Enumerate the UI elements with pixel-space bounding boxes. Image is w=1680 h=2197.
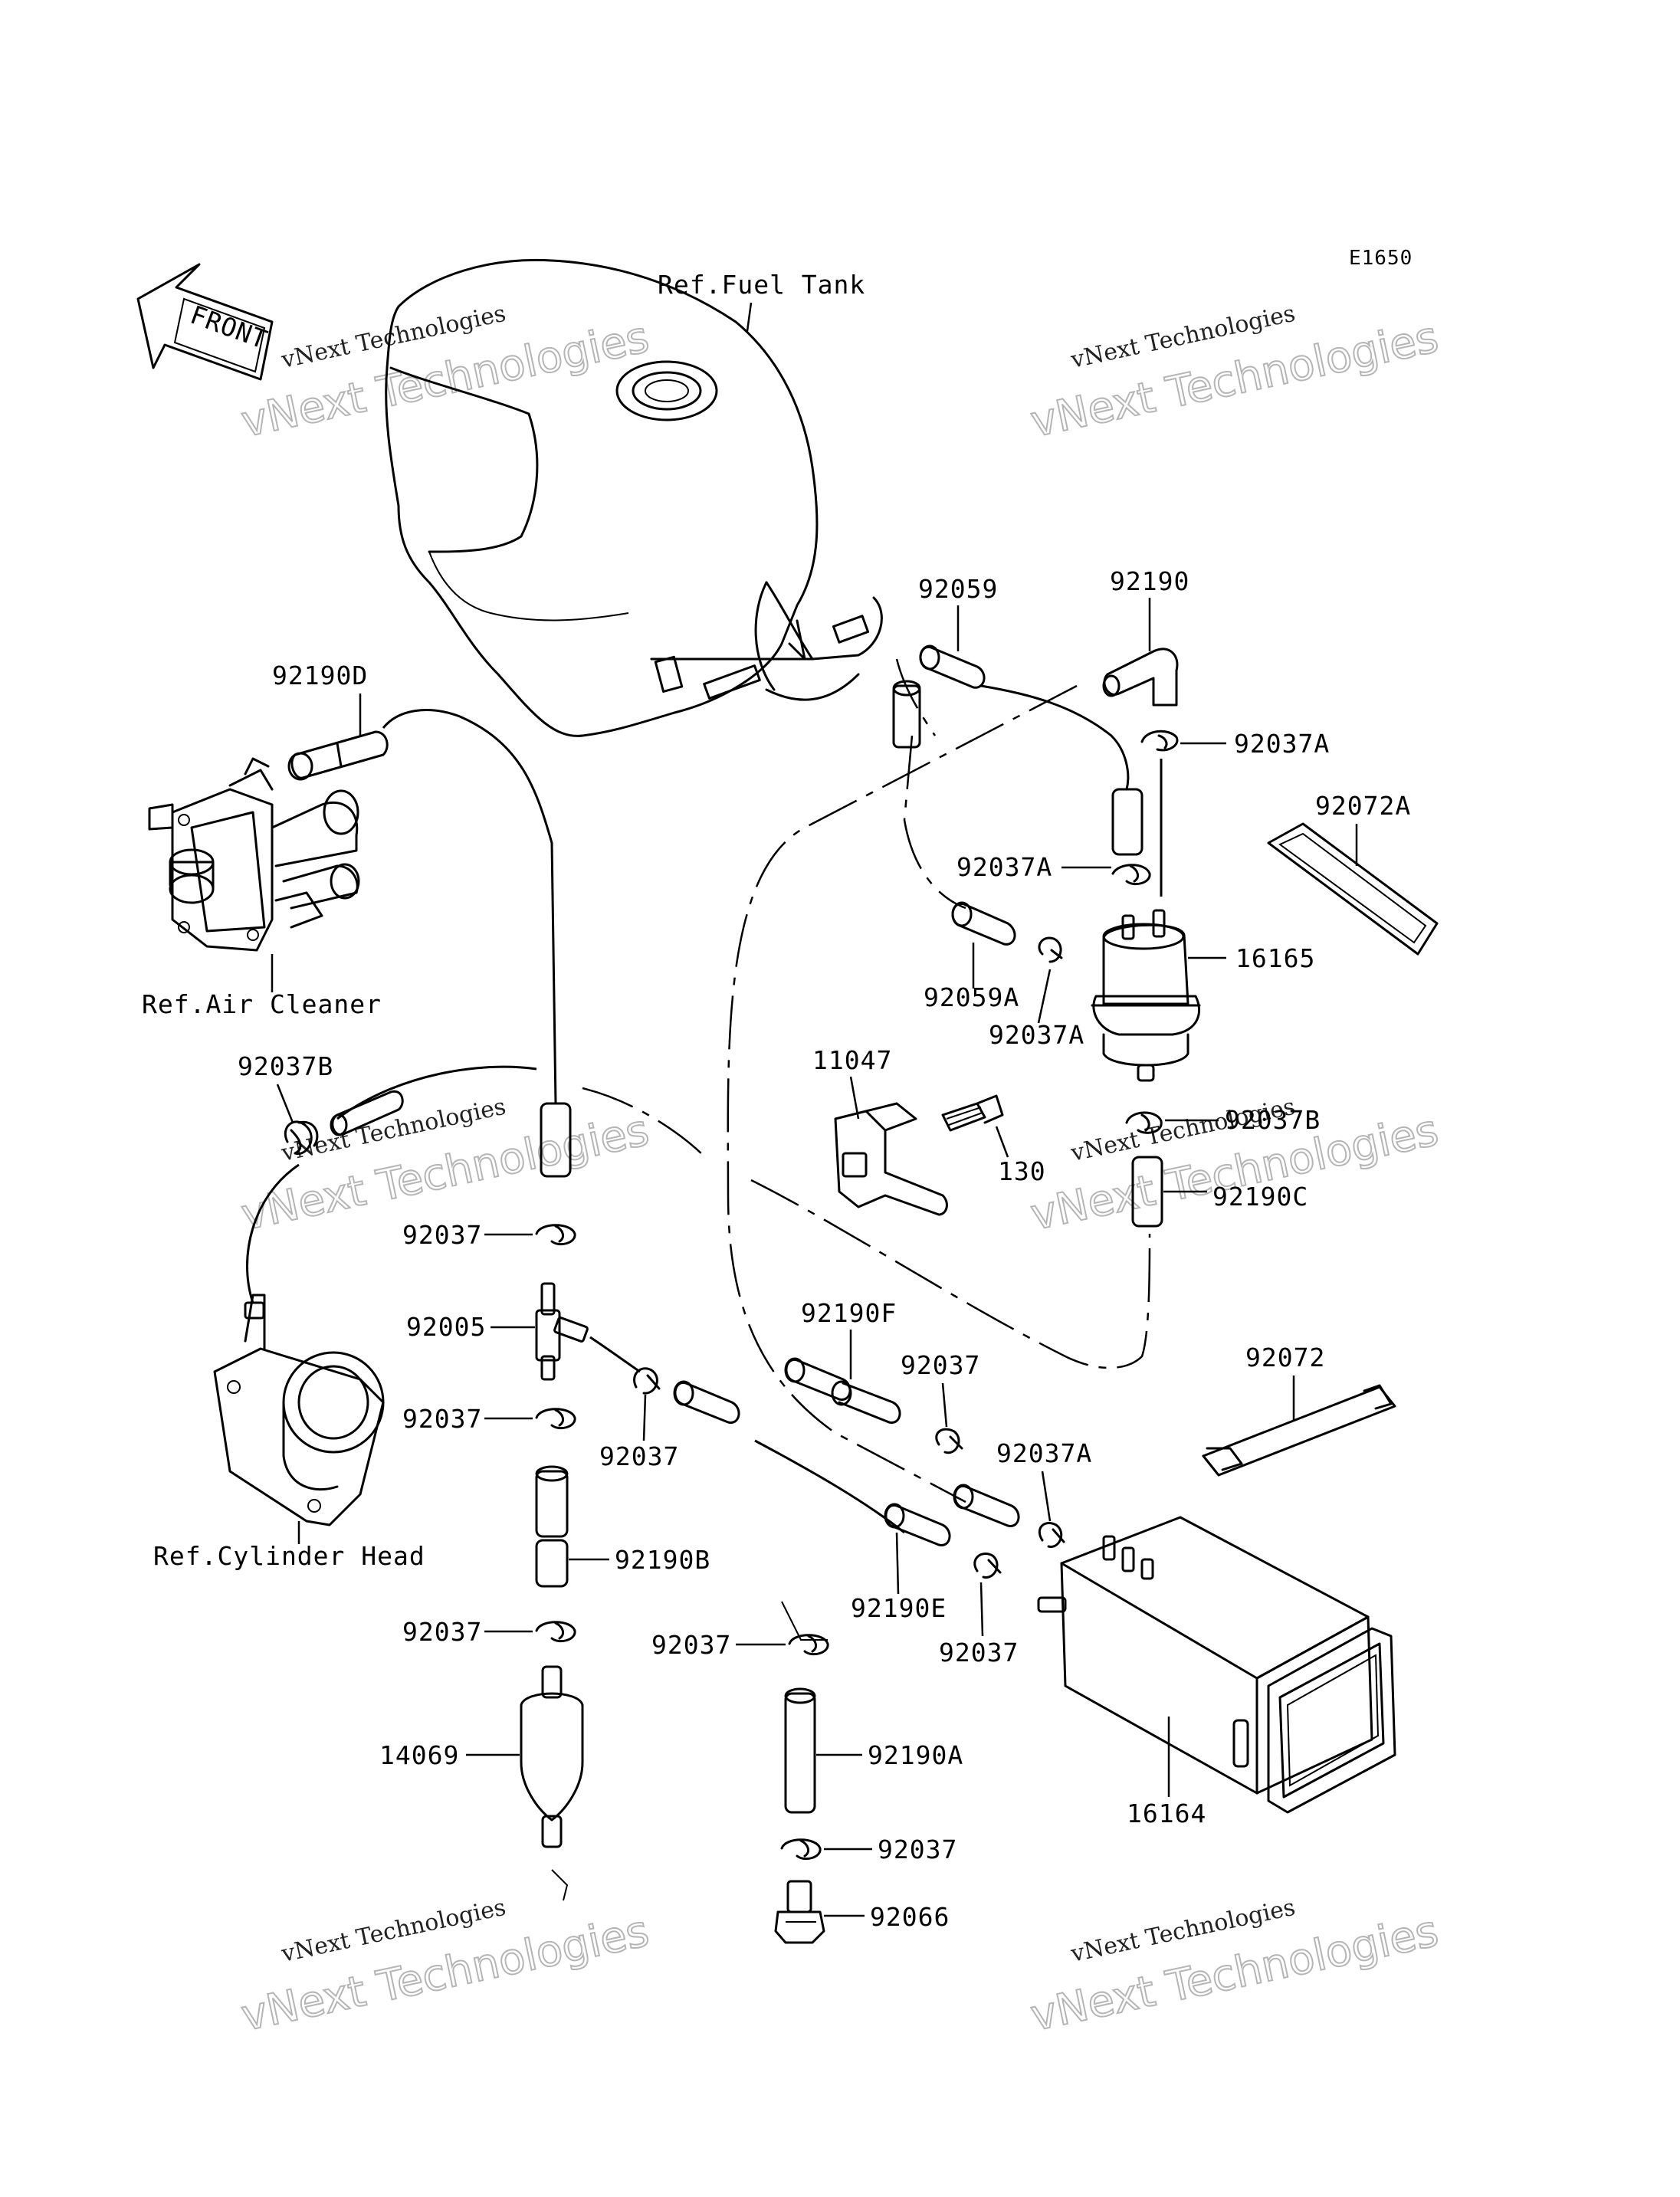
clip-92037-5 (535, 1621, 576, 1643)
label-92037-2: 92037 (402, 1404, 482, 1434)
ref-fuel-tank-label: Ref.Fuel Tank (658, 270, 865, 300)
label-92037-1: 92037 (402, 1220, 482, 1250)
label-16165: 16165 (1235, 943, 1315, 973)
label-92190: 92190 (1110, 566, 1189, 596)
label-92037-8: 92037 (878, 1835, 957, 1864)
fuel-line-1 (980, 684, 1130, 790)
line-14069-bottom (551, 1869, 569, 1901)
watermark-top-right: vNext Technologies vNext Technologies (1025, 300, 1443, 448)
clip-92037-4 (935, 1428, 963, 1454)
watermark-bottom-right: vNext Technologies vNext Technologies (1025, 1894, 1443, 2042)
route-dash-1 (582, 1087, 706, 1158)
hose-92190F (784, 1357, 901, 1424)
label-92072: 92072 (1245, 1343, 1325, 1372)
front-arrow-icon: FRONT (136, 263, 274, 381)
fuel-tank (385, 258, 883, 737)
label-92005: 92005 (406, 1312, 486, 1342)
label-92037A-1: 92037A (1234, 729, 1330, 759)
clip-92037-7 (788, 1634, 829, 1656)
bolt-130 (941, 1094, 1004, 1132)
clip-92037-2 (535, 1408, 576, 1430)
fuel-line-3 (589, 1336, 641, 1373)
front-label: FRONT (186, 300, 271, 355)
label-92037A-3: 92037A (989, 1020, 1084, 1050)
hose-92059A (951, 901, 1016, 946)
label-92037-7: 92037 (651, 1630, 731, 1660)
clip-92037A-3 (1038, 936, 1063, 963)
label-92037-4: 92037 (901, 1350, 980, 1380)
label-14069: 14069 (379, 1740, 459, 1770)
label-92037A-2: 92037A (956, 852, 1052, 882)
label-92059A: 92059A (924, 982, 1019, 1012)
hose-left-column-1 (540, 1102, 572, 1178)
label-92037B-1: 92037B (238, 1051, 333, 1081)
ref-cylinder-head-label: Ref.Cylinder Head (153, 1541, 425, 1571)
clip-92037B-left (284, 1120, 319, 1156)
label-130: 130 (998, 1156, 1046, 1186)
ref-air-cleaner-label: Ref.Air Cleaner (142, 989, 382, 1019)
label-92037A-4: 92037A (996, 1438, 1092, 1468)
label-92037-3: 92037 (599, 1441, 679, 1471)
hose-92190B (535, 1465, 569, 1588)
clip-92037B-right (1125, 1111, 1163, 1134)
label-92190A: 92190A (868, 1740, 963, 1770)
hose-tank-drain (892, 680, 921, 749)
hose-92190-elbow (1102, 648, 1179, 707)
label-92072A: 92072A (1315, 791, 1411, 821)
watermark-mid-left: vNext Technologies vNext Technologies (236, 1094, 654, 1241)
label-92037B-2: 92037B (1225, 1105, 1321, 1135)
hose-filter-inlet (1111, 788, 1144, 856)
hose-left-upper (330, 1090, 404, 1136)
fuel-cock (148, 757, 360, 952)
label-92190E: 92190E (851, 1593, 947, 1623)
vacuum-line-3 (246, 1163, 300, 1303)
hose-92190C (1131, 1156, 1163, 1228)
label-92037-5: 92037 (402, 1617, 482, 1647)
route-dash-5 (903, 735, 966, 910)
vacuum-line-1 (382, 709, 557, 1104)
hose-center (673, 1380, 740, 1424)
label-92190D: 92190D (272, 661, 368, 690)
clip-92037A-1 (1140, 730, 1179, 752)
fuel-filter-16165 (1091, 909, 1201, 1082)
clip-92037A-2 (1111, 864, 1151, 886)
fuel-line-4 (754, 1439, 905, 1534)
filter-14069 (520, 1665, 584, 1848)
strap-92072A (1267, 822, 1439, 956)
line-92037-bottom (781, 1601, 828, 1641)
label-92059: 92059 (918, 574, 998, 604)
canister-16164 (1037, 1516, 1396, 1814)
watermark-bottom-left: vNext Technologies vNext Technologies (236, 1894, 654, 2042)
cylinder-head-intake (213, 1294, 385, 1526)
route-dash-4 (727, 684, 1078, 1503)
route-dash-3 (895, 658, 937, 736)
route-dash-2 (750, 1179, 1151, 1369)
watermark-top-left: vNext Technologies vNext Technologies (236, 300, 654, 448)
label-92190B: 92190B (615, 1545, 710, 1575)
clip-92037-6 (973, 1553, 1002, 1579)
label-92190C: 92190C (1212, 1182, 1308, 1212)
hose-92190A (784, 1687, 816, 1814)
strap-92072 (1202, 1384, 1396, 1477)
label-92066: 92066 (870, 1902, 950, 1932)
clip-92037-3 (633, 1367, 661, 1395)
drawing-code: E1650 (1349, 247, 1413, 270)
bracket-11047 (834, 1102, 948, 1216)
hose-92190E (884, 1503, 951, 1546)
label-92037-6: 92037 (939, 1638, 1019, 1667)
vacuum-line-2 (336, 1065, 537, 1120)
hose-92190D (287, 730, 389, 781)
hose-92059 (919, 644, 986, 689)
fitting-92066 (774, 1880, 825, 1944)
clip-92037A-4 (1038, 1522, 1065, 1548)
label-92190F: 92190F (801, 1298, 897, 1328)
label-16164: 16164 (1127, 1799, 1206, 1828)
label-11047: 11047 (812, 1045, 892, 1075)
clip-92037-8 (780, 1838, 822, 1861)
t-joint-92005 (535, 1282, 589, 1381)
hose-canister-1 (953, 1484, 1020, 1527)
clip-92037-1 (535, 1224, 576, 1246)
